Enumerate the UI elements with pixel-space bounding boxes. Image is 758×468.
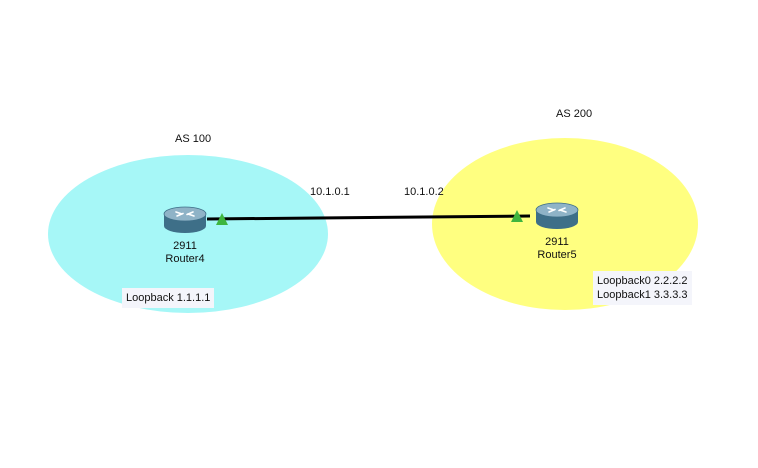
router4-name: Router4 — [165, 253, 205, 265]
serial-cable[interactable] — [206, 214, 531, 221]
router4-icon[interactable] — [163, 206, 207, 233]
area-label-as100: AS 100 — [175, 133, 212, 145]
ip-label-router4: 10.1.0.1 — [310, 186, 350, 198]
router4-caption: 2911 Router4 — [155, 240, 215, 266]
ip-label-router5: 10.1.0.2 — [404, 186, 444, 198]
router5-caption: 2911 Router5 — [527, 236, 587, 262]
router4-model: 2911 — [173, 240, 197, 252]
router5-name: Router5 — [537, 249, 577, 261]
link-status-left-icon — [216, 213, 228, 225]
router5-loopback0-line: Loopback0 2.2.2.2 — [597, 275, 688, 287]
area-label-as200: AS 200 — [556, 108, 593, 120]
router4-loopback-note[interactable]: Loopback 1.1.1.1 — [122, 288, 215, 308]
router5-icon[interactable] — [535, 202, 579, 229]
router5-model: 2911 — [545, 236, 569, 248]
router4-loopback-line: Loopback 1.1.1.1 — [126, 292, 211, 304]
router5-loopback1-line: Loopback1 3.3.3.3 — [597, 289, 688, 301]
area-as100-ellipse[interactable] — [48, 155, 328, 313]
link-status-right-icon — [511, 210, 523, 222]
router5-loopback-note[interactable]: Loopback0 2.2.2.2 Loopback1 3.3.3.3 — [593, 271, 692, 305]
